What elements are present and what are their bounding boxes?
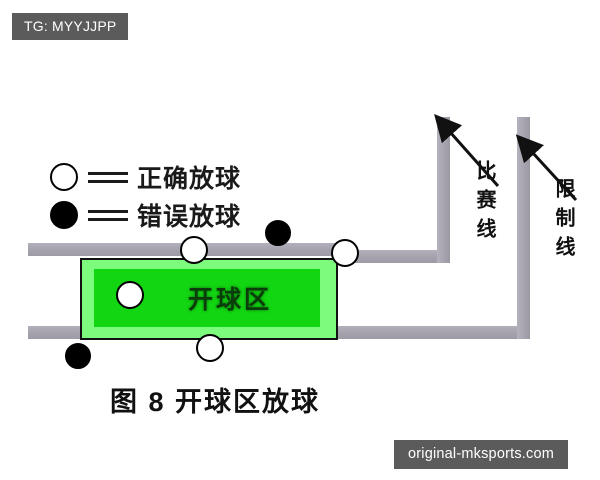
white-circle-icon <box>48 160 82 194</box>
break-zone-label: 开球区 <box>187 286 272 314</box>
annotation-match-line: 比赛线 <box>473 160 495 247</box>
equals-icon <box>88 207 128 223</box>
ball-correct-top-left <box>180 236 208 264</box>
legend-label-correct: 正确放球 <box>137 165 242 193</box>
ball-correct-top-right <box>331 239 359 267</box>
legend-item-incorrect: 错误放球 <box>48 196 241 234</box>
match-line-arrow-icon <box>434 114 500 187</box>
break-zone: 开球区 <box>80 258 338 340</box>
telegram-watermark-badge: TG: MYYJJPP <box>12 13 129 40</box>
court-line-bottom-right <box>340 326 530 339</box>
ball-correct-bottom <box>196 334 224 362</box>
annotation-limit-line: 限制线 <box>552 178 574 265</box>
site-watermark-badge: original-mksports.com <box>394 440 569 469</box>
court-line-match-vertical <box>437 117 450 263</box>
limit-line-arrow-icon <box>515 134 578 202</box>
legend: 正确放球 错误放球 <box>48 158 241 234</box>
figure-caption: 图 8 开球区放球 <box>109 387 321 417</box>
legend-label-incorrect: 错误放球 <box>137 203 242 231</box>
court-line-mid-horizontal <box>340 250 450 263</box>
legend-item-correct: 正确放球 <box>48 158 241 196</box>
black-circle-icon <box>48 198 82 232</box>
ball-correct-inside-zone <box>116 281 144 309</box>
court-line-limit-vertical <box>517 117 530 339</box>
ball-incorrect-top <box>265 220 291 246</box>
equals-icon <box>88 169 128 185</box>
ball-incorrect-bottom-left <box>65 343 91 369</box>
